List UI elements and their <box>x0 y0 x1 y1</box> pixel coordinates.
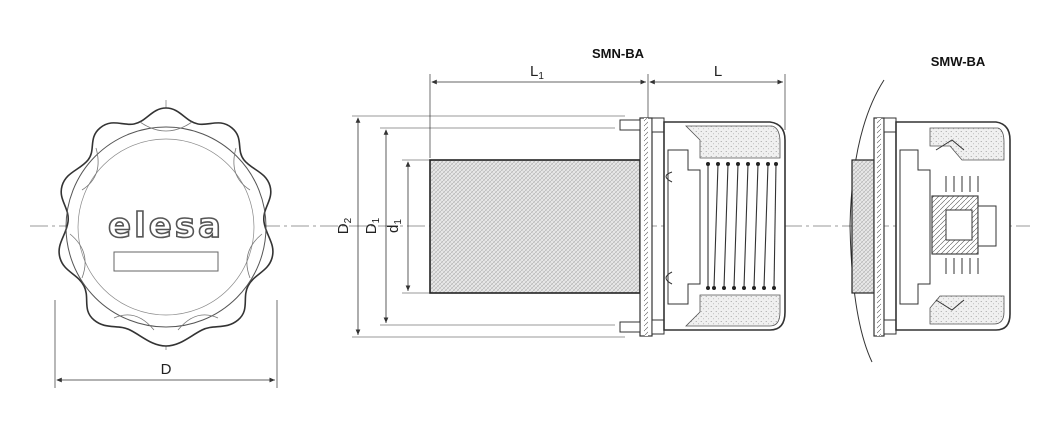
dim-label-l: L <box>714 63 722 80</box>
dim-label-small-d1: d1 <box>385 219 404 233</box>
mounting-flange <box>619 117 665 337</box>
spring-ends <box>706 162 778 290</box>
cap-logo-text: elesa <box>108 206 224 246</box>
spring-coil <box>707 163 777 289</box>
dim-label-d: D <box>161 361 172 378</box>
section-title-smw-ba: SMW-BA <box>931 54 986 69</box>
dimension-d1-lower: d1 <box>385 159 430 294</box>
dimension-l1: L1 <box>429 63 649 158</box>
cap-housing-smw <box>851 117 1011 337</box>
dimension-l: L <box>649 63 786 130</box>
cap-knurled-rim <box>58 107 274 347</box>
dim-label-d1: D1 <box>363 217 382 234</box>
dimension-d2: D2 <box>335 115 625 338</box>
filter-mesh-element <box>429 159 641 294</box>
cap-label-plate <box>113 251 219 272</box>
dim-label-l1: L1 <box>530 63 544 82</box>
dim-label-d2: D2 <box>335 217 354 234</box>
section-title-smn-ba: SMN-BA <box>592 46 645 61</box>
dimension-d: D <box>54 300 278 388</box>
dimension-d1-upper: D1 <box>363 127 615 326</box>
break-line <box>849 79 885 363</box>
valve-spring <box>945 176 979 274</box>
front-view-cap: elesa <box>58 100 274 350</box>
cap-housing-smn <box>663 121 786 331</box>
